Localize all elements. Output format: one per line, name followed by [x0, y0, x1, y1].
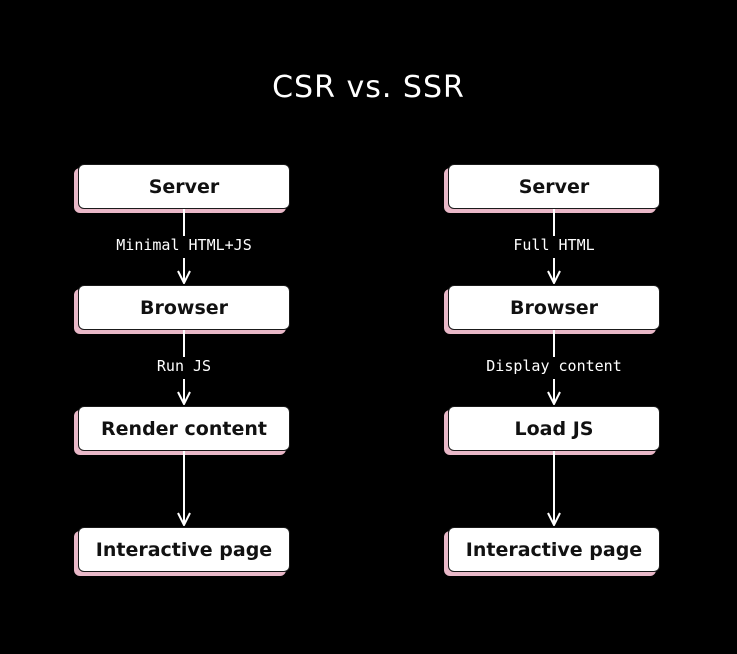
csr-connector-2-bottom	[183, 379, 185, 404]
csr-flow: Server Minimal HTML+JS Browser Run JS Re…	[38, 0, 330, 654]
ssr-node-browser: Browser	[448, 285, 660, 330]
arrow-down-icon	[177, 270, 191, 284]
ssr-edge-label-2: Display content	[408, 357, 700, 375]
ssr-connector-2-bottom	[553, 379, 555, 404]
arrow-down-icon	[177, 391, 191, 405]
diagram-title: CSR vs. SSR	[272, 70, 465, 105]
csr-edge-label-1: Minimal HTML+JS	[38, 236, 330, 254]
ssr-node-server: Server	[448, 164, 660, 209]
ssr-connector-1-top	[553, 209, 555, 237]
csr-edge-label-2: Run JS	[38, 357, 330, 375]
csr-connector-1-top	[183, 209, 185, 237]
ssr-connector-2-top	[553, 330, 555, 358]
ssr-flow: Server Full HTML Browser Display content…	[408, 0, 700, 654]
ssr-edge-label-2-text: Display content	[482, 357, 626, 375]
csr-connector-3	[183, 451, 185, 525]
arrow-down-icon	[547, 512, 561, 526]
arrow-down-icon	[547, 270, 561, 284]
csr-node-render-content: Render content	[78, 406, 290, 451]
ssr-node-load-js: Load JS	[448, 406, 660, 451]
csr-node-server: Server	[78, 164, 290, 209]
arrow-down-icon	[177, 512, 191, 526]
arrow-down-icon	[547, 391, 561, 405]
csr-edge-label-2-text: Run JS	[152, 357, 216, 375]
csr-node-interactive-page: Interactive page	[78, 527, 290, 572]
csr-connector-1-bottom	[183, 258, 185, 283]
csr-node-browser: Browser	[78, 285, 290, 330]
ssr-connector-3	[553, 451, 555, 525]
csr-connector-2-top	[183, 330, 185, 358]
ssr-edge-label-1-text: Full HTML	[509, 236, 599, 254]
ssr-connector-1-bottom	[553, 258, 555, 283]
ssr-node-interactive-page: Interactive page	[448, 527, 660, 572]
ssr-edge-label-1: Full HTML	[408, 236, 700, 254]
csr-edge-label-1-text: Minimal HTML+JS	[112, 236, 256, 254]
